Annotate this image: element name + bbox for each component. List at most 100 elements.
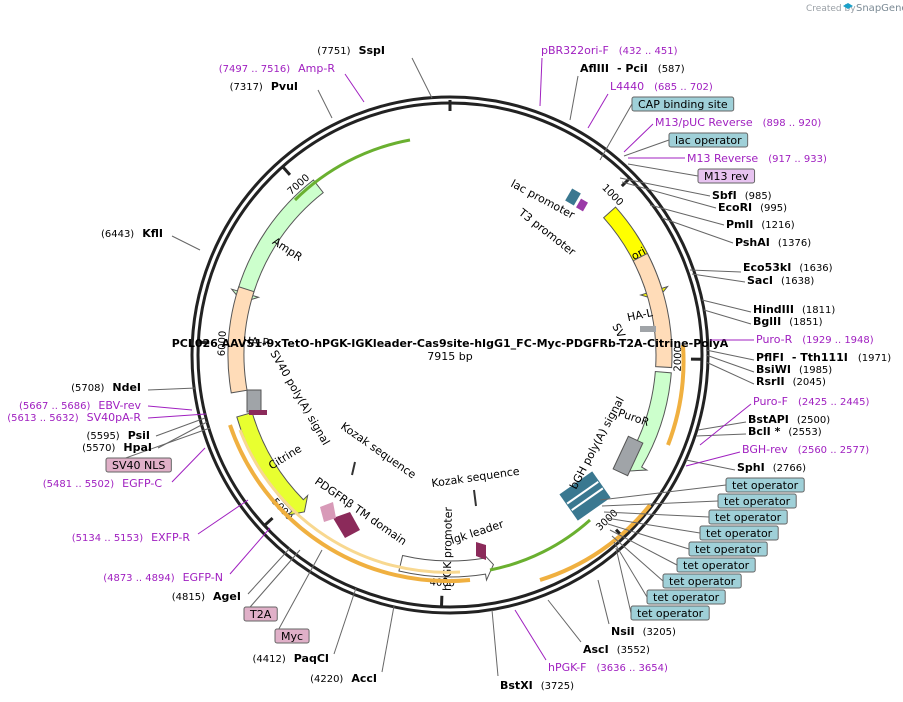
site-position: (2553)	[788, 427, 821, 438]
site-name: PsiI	[128, 429, 150, 442]
leader-line	[685, 451, 741, 467]
plasmid-length: 7915 bp	[427, 350, 472, 363]
primer-name: Puro-R	[756, 333, 793, 346]
tick-label-2000: 2000	[673, 346, 684, 372]
kozak-sequence-label-2: Kozak sequence	[431, 465, 521, 490]
svg-text:tet operator: tet operator	[732, 479, 799, 492]
leader-line	[611, 535, 664, 582]
leader-line	[547, 599, 582, 643]
primer-name: Amp-R	[298, 62, 335, 75]
site-name: RsrII	[756, 375, 785, 388]
tick-mark-5000	[263, 516, 274, 527]
site-kfli: KflI(6443)	[101, 227, 163, 240]
orange-arc-lower	[539, 503, 652, 582]
green-arc-lower	[489, 518, 592, 572]
leader-line	[317, 89, 333, 119]
primer-l4440: L4440(685 .. 702)	[610, 80, 713, 93]
leader-line	[621, 181, 717, 209]
site-bcli: BclI *(2553)	[748, 425, 822, 438]
bgh-polya-label: bGH poly(A) signal	[567, 395, 627, 492]
site-pflfi: PflFI- Tth111I(1971)	[756, 351, 891, 364]
leader-line	[147, 387, 197, 391]
leader-line	[705, 361, 755, 385]
puro-junction-mark	[640, 326, 656, 332]
svg-text:T2A: T2A	[249, 608, 272, 621]
leader-line	[661, 217, 734, 244]
primer-name: EBV-rev	[98, 399, 141, 412]
svg-text:lac operator: lac operator	[675, 134, 742, 147]
leader-line	[699, 403, 752, 446]
site-name: PvuI	[271, 80, 298, 93]
site-name: HpaI	[123, 441, 152, 454]
site-position: (587)	[658, 64, 685, 75]
primer-exfp-r: EXFP-R(5134 .. 5153)	[72, 531, 191, 544]
leader-line	[691, 273, 746, 283]
green-arc-amp	[293, 138, 411, 202]
site-psii: PsiI(5595)	[86, 429, 150, 442]
primer-range: (898 .. 920)	[763, 118, 822, 129]
site-name: HindIII	[753, 303, 794, 316]
leader-line	[539, 57, 543, 107]
site-name: BstXI	[500, 679, 533, 692]
primer-puro-r: Puro-R(1929 .. 1948)	[756, 333, 874, 346]
site-position: (985)	[745, 191, 772, 202]
site-name: SbfI	[712, 189, 737, 202]
leader-line	[685, 459, 736, 471]
leader-line	[333, 587, 357, 655]
site-position: (3552)	[617, 645, 650, 656]
site-name: AscI	[583, 643, 609, 656]
box-tet-operator-8: tet operator	[646, 589, 726, 605]
igk-leader-feature	[476, 542, 486, 560]
leader-line	[613, 541, 648, 598]
site-hpai: HpaI (5570)	[82, 441, 152, 454]
leader-line	[411, 57, 433, 99]
leader-line	[623, 139, 670, 157]
site-position: (4220)	[310, 674, 343, 685]
leader-line	[587, 93, 609, 129]
site-name: EcoRI	[718, 201, 752, 214]
primer-name: M13 Reverse	[687, 152, 758, 165]
primer-name: BGH-rev	[742, 443, 788, 456]
site-name: NsiI	[611, 625, 635, 638]
leader-line	[615, 547, 632, 614]
site-position: (3205)	[643, 627, 676, 638]
site-ndei: NdeI(5708)	[71, 381, 141, 394]
leader-line	[599, 484, 727, 501]
site-name: PflFI	[756, 351, 784, 364]
site-paqci: PaqCI(4412)	[253, 652, 330, 665]
label-leader-lines	[105, 57, 755, 677]
site-name: SacI	[747, 274, 773, 287]
leader-line	[705, 354, 755, 373]
svg-text:SV40 NLS: SV40 NLS	[112, 459, 165, 472]
leader-line	[197, 499, 249, 535]
outer-labels: SspI(7751)AflIII- PciI(587)SbfI(985)EcoR…	[7, 44, 891, 692]
feature-label-citrine: Citrine	[266, 442, 304, 472]
primer-range: (5134 .. 5153)	[72, 533, 144, 544]
site-position: (7751)	[317, 46, 350, 57]
svg-text:tet operator: tet operator	[724, 495, 791, 508]
site-position: (5708)	[71, 383, 104, 394]
box-tet-operator-1: tet operator	[725, 477, 805, 493]
site-name: BstAPI	[748, 413, 789, 426]
site-rsrii: RsrII (2045)	[756, 375, 826, 388]
site-position: (4815)	[172, 592, 205, 603]
sv40-polya-box	[246, 389, 262, 413]
leader-line	[603, 511, 710, 518]
primer-range: (917 .. 933)	[768, 154, 827, 165]
box-tet-operator-3: tet operator	[708, 509, 788, 525]
primer-name: SV40pA-R	[87, 411, 142, 424]
site-bstapi: BstAPI(2500)	[748, 413, 830, 426]
leader-line	[514, 609, 547, 661]
box-tet-operator-9: tet operator	[630, 605, 710, 621]
site-position: (2045)	[793, 377, 826, 388]
feature-ha-l	[632, 252, 673, 369]
tick-mark-6000	[198, 340, 210, 345]
feature-label-ampr: AmpR	[270, 235, 305, 264]
box-myc: Myc	[274, 628, 310, 644]
box-t2a: T2A	[243, 606, 278, 622]
sv40-ori-tag: SV	[609, 321, 628, 340]
box-tet-operator-6: tet operator	[676, 557, 756, 573]
tick-label-1000: 1000	[599, 183, 625, 209]
svg-text:tet operator: tet operator	[683, 559, 750, 572]
site-position: (5570)	[82, 443, 115, 454]
